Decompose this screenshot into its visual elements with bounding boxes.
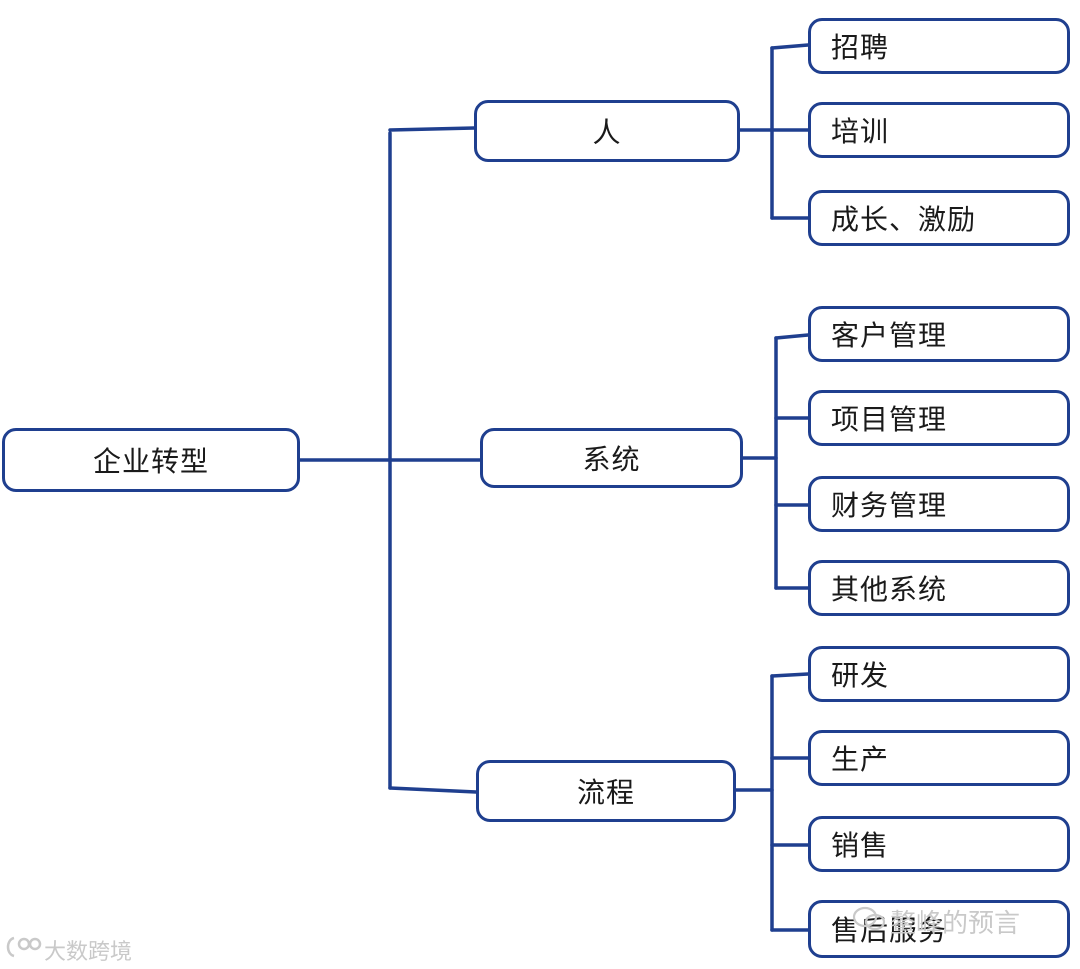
leaf-node: 售后服务 xyxy=(808,900,1070,958)
leaf-node: 培训 xyxy=(808,102,1070,158)
leaf-node: 客户管理 xyxy=(808,306,1070,362)
branch-connector-3 xyxy=(388,786,478,794)
leaf-node: 财务管理 xyxy=(808,476,1070,532)
leaf-node: 销售 xyxy=(808,816,1070,872)
leaf-node: 招聘 xyxy=(808,18,1070,74)
branch-label-systems: 系统 xyxy=(582,443,641,476)
leaf-connector-2-1 xyxy=(774,333,810,340)
leaf-node: 项目管理 xyxy=(808,390,1070,446)
watermark-logo-icon xyxy=(6,936,42,958)
leaf-node: 研发 xyxy=(808,646,1070,702)
branch-node-process: 流程 xyxy=(476,760,736,822)
leaf-label: 项目管理 xyxy=(831,403,948,436)
leaf-connector-1-1 xyxy=(770,43,810,50)
branch-node-people: 人 xyxy=(474,100,740,162)
branch-label-process: 流程 xyxy=(576,776,635,809)
wechat-icon xyxy=(852,906,886,931)
leaf-label: 培训 xyxy=(831,115,890,148)
leaf-label: 销售 xyxy=(831,829,890,862)
leaf-node: 其他系统 xyxy=(808,560,1070,616)
leaf-label: 成长、激励 xyxy=(831,203,977,236)
leaf-node: 生产 xyxy=(808,730,1070,786)
leaf-label: 售后服务 xyxy=(831,914,948,947)
leaf-label: 客户管理 xyxy=(831,319,948,352)
branch-connector-1 xyxy=(388,126,476,132)
leaf-connector-3-1 xyxy=(770,672,810,678)
leaf-label: 生产 xyxy=(831,743,890,776)
root-node: 企业转型 xyxy=(2,428,300,492)
branch-node-systems: 系统 xyxy=(480,428,743,488)
leaf-node: 成长、激励 xyxy=(808,190,1070,246)
leaf-label: 招聘 xyxy=(831,31,890,64)
watermark-left: 大数跨境 xyxy=(44,940,133,965)
root-label: 企业转型 xyxy=(92,445,209,478)
branch-label-people: 人 xyxy=(592,116,622,149)
leaf-label: 财务管理 xyxy=(831,489,948,522)
watermark-right: 鳌峰的预言 xyxy=(890,909,1021,939)
leaf-label: 其他系统 xyxy=(831,573,948,606)
leaf-label: 研发 xyxy=(831,659,890,692)
